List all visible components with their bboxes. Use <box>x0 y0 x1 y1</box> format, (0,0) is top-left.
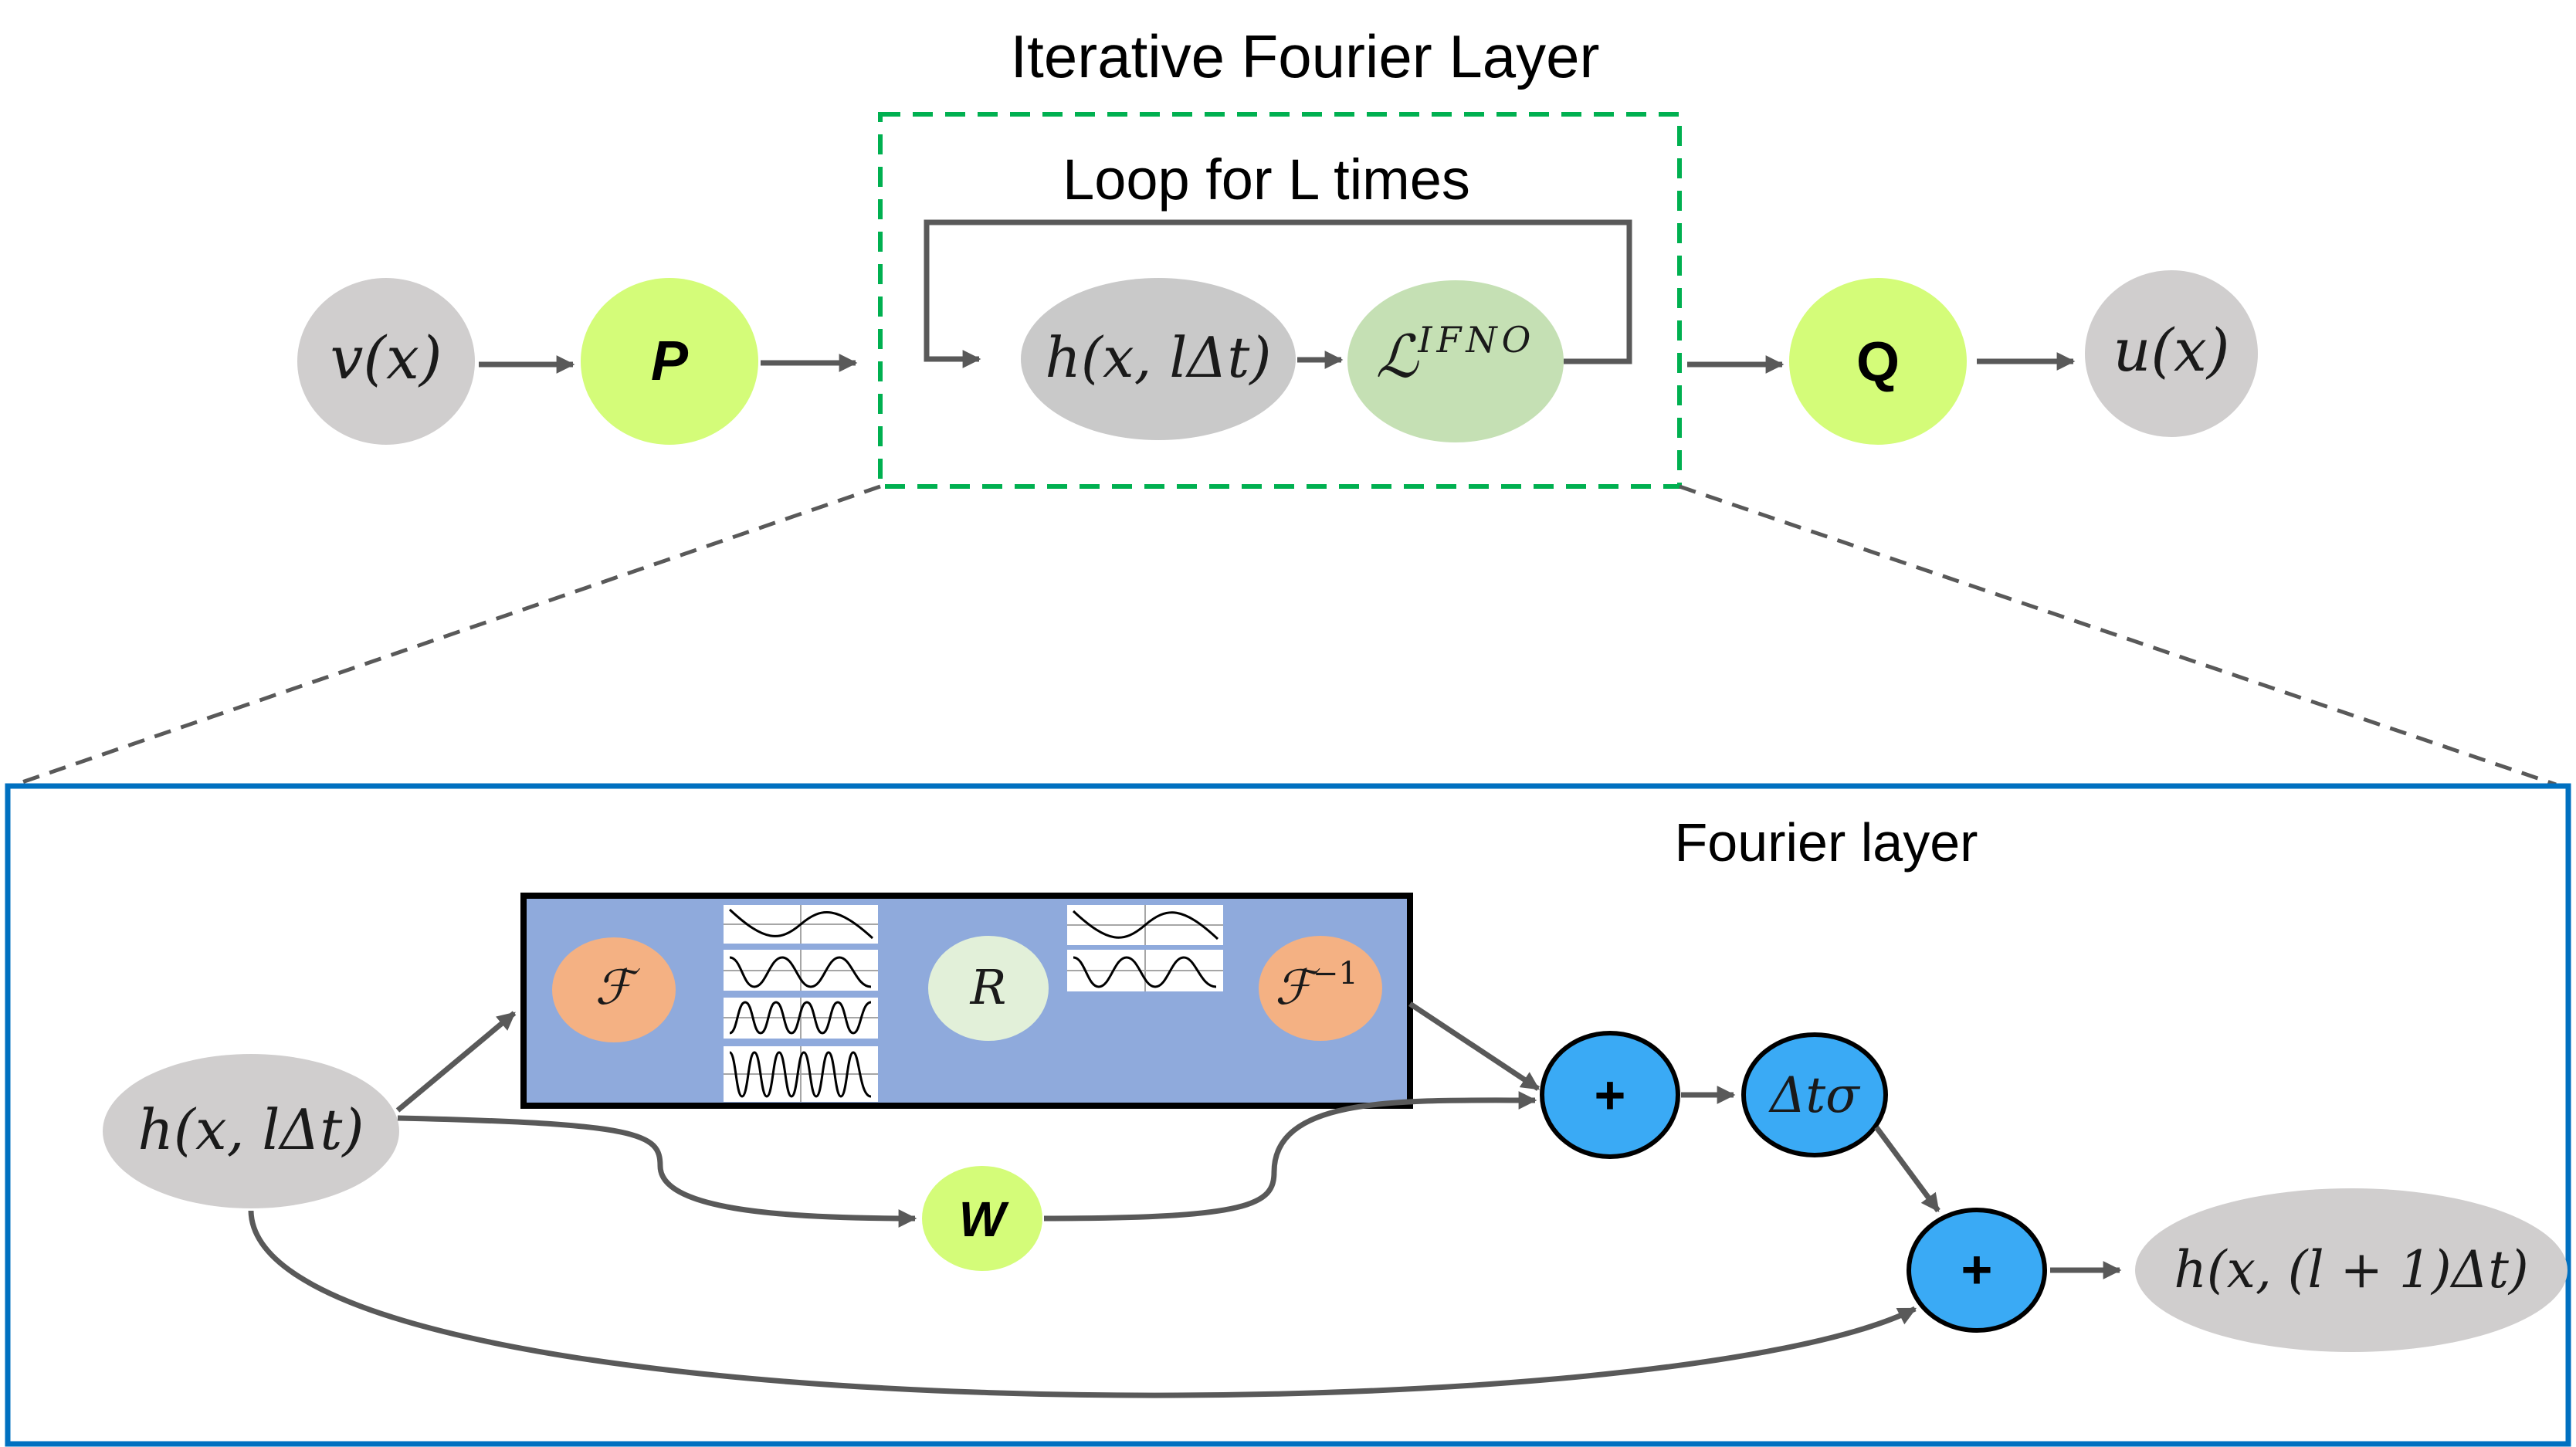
sum-node-1 <box>1540 1031 1680 1159</box>
fourier-output-node <box>2135 1188 2568 1352</box>
inverse-fourier-superscript: −1 <box>1313 956 1358 991</box>
edge-spectral-to-sum1 <box>1408 1001 1540 1091</box>
project-q-node <box>1789 278 1967 445</box>
sum-node-1-label: + <box>1595 1065 1626 1125</box>
fourier-transform-node <box>552 937 676 1042</box>
top-hidden-node <box>1021 278 1296 440</box>
step-sigma-label: Δtσ <box>1768 1067 1861 1124</box>
lift-p-label: P <box>651 330 689 392</box>
project-q-label: Q <box>1856 331 1900 393</box>
ifno-layer-superscript: IFNO <box>1417 319 1535 361</box>
edge-input-to-w <box>397 1115 917 1228</box>
edge-sigma-to-sum2 <box>1874 1125 1940 1213</box>
fourier-input-node <box>103 1054 399 1208</box>
top-output-node <box>2085 270 2258 437</box>
loop-edge <box>924 219 1632 368</box>
fourier-modes-thumbnail <box>724 905 878 1102</box>
fourier-input-label: h(x, lΔt) <box>138 1097 364 1162</box>
fourier-layer-title: Fourier layer <box>1675 812 1978 873</box>
zoom-line-right <box>1679 484 2557 787</box>
resolve-r-node <box>928 936 1049 1041</box>
fourier-layer-frame <box>5 783 2571 1447</box>
top-input-label: v(x) <box>330 324 442 392</box>
loop-label: Loop for L times <box>1063 147 1470 212</box>
ifno-layer-symbol: ℒ <box>1376 322 1420 391</box>
inverse-fourier-node <box>1259 936 1382 1041</box>
sum-node-2-label: + <box>1961 1239 1993 1300</box>
ifno-layer-label: ℒIFNO <box>1376 319 1536 391</box>
filtered-modes-thumbnail <box>1067 905 1223 991</box>
lift-p-node <box>581 278 758 445</box>
weight-w-label: W <box>959 1191 1009 1247</box>
step-sigma-node <box>1741 1032 1888 1157</box>
sum-node-2 <box>1907 1208 2047 1333</box>
ifno-layer-node <box>1347 280 1564 442</box>
iterative-layer-frame <box>878 112 1682 489</box>
top-output-label: u(x) <box>2113 316 2229 385</box>
weight-w-node <box>922 1166 1042 1271</box>
iterative-layer-title: Iterative Fourier Layer <box>1011 22 1600 90</box>
zoom-line-left <box>15 484 881 787</box>
edge-skip-input-to-sum2 <box>248 1210 1917 1398</box>
top-hidden-label: h(x, lΔt) <box>1046 325 1272 390</box>
edge-input-to-spectral <box>395 1011 517 1113</box>
fourier-output-label: h(x, (l + 1)Δt) <box>2174 1240 2528 1300</box>
inverse-fourier-label: ℱ−1 <box>1275 956 1358 1015</box>
resolve-r-label: R <box>970 959 1007 1015</box>
top-input-node <box>297 278 475 445</box>
edge-w-to-sum1 <box>1043 1091 1537 1222</box>
